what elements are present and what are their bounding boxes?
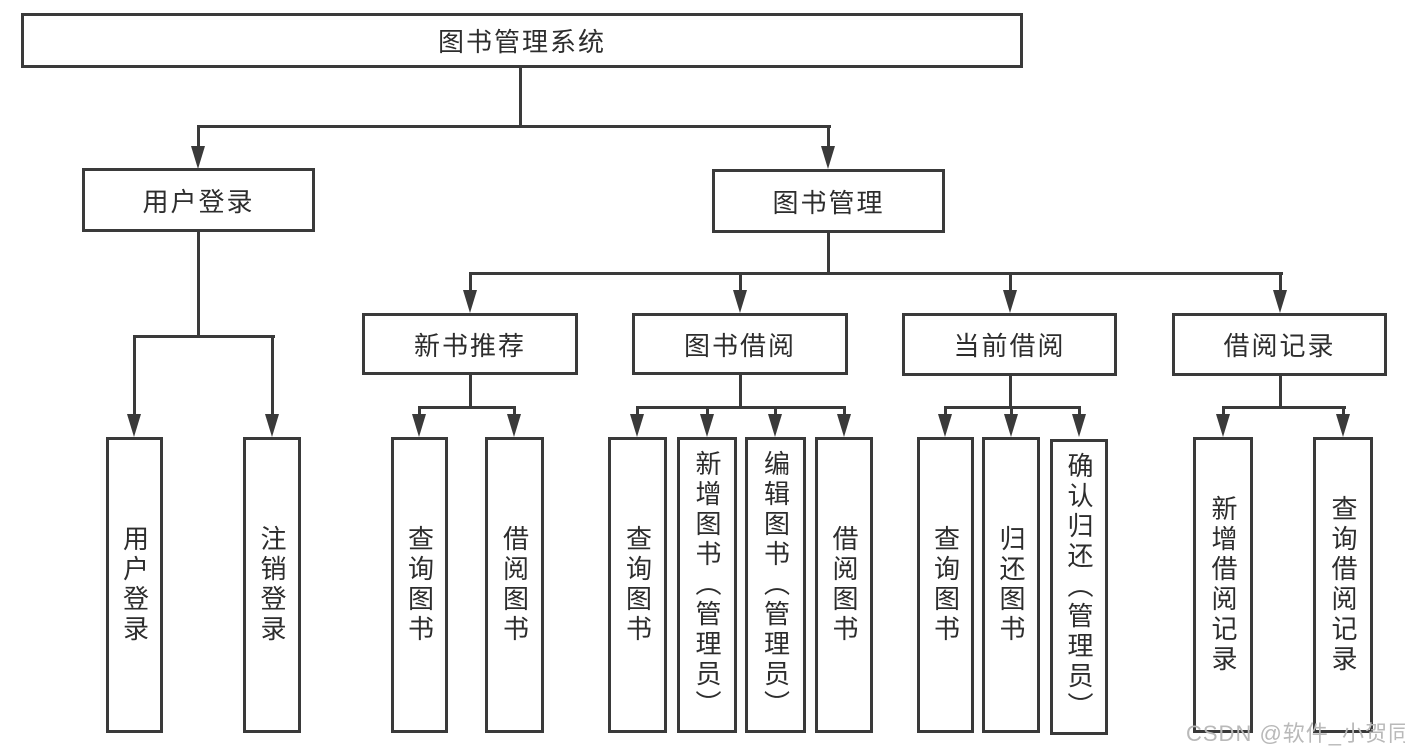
arrowhead-icon bbox=[1273, 290, 1287, 313]
connector-hline bbox=[636, 406, 846, 409]
connector-vline bbox=[1222, 406, 1225, 416]
arrowhead-icon bbox=[1072, 414, 1086, 437]
node-new-book-recommend-label: 新书推荐 bbox=[413, 330, 526, 361]
leaf-query-books-3: 查询图书 bbox=[917, 437, 974, 733]
leaf-confirm-return-admin: 确认归还（管理员） bbox=[1050, 439, 1108, 735]
arrowhead-icon bbox=[265, 414, 279, 437]
arrowhead-icon bbox=[938, 414, 952, 437]
node-new-book-recommend: 新书推荐 bbox=[362, 313, 578, 375]
connector-hline bbox=[469, 272, 1283, 275]
node-root-label: 图书管理系统 bbox=[437, 27, 606, 57]
leaf-edit-books-admin: 编辑图书（管理员） bbox=[745, 437, 806, 733]
connector-vline bbox=[418, 406, 421, 416]
connector-hline bbox=[418, 406, 516, 409]
arrowhead-icon bbox=[630, 414, 644, 437]
connector-vline bbox=[197, 232, 200, 338]
arrowhead-icon bbox=[768, 414, 782, 437]
leaf-add-borrow-record-label: 新增借阅记录 bbox=[1208, 495, 1238, 675]
arrowhead-icon bbox=[412, 414, 426, 437]
arrowhead-icon bbox=[507, 414, 521, 437]
connector-vline bbox=[636, 406, 639, 416]
connector-vline bbox=[1342, 406, 1345, 416]
connector-vline bbox=[739, 272, 742, 292]
leaf-borrow-books-1-label: 借阅图书 bbox=[499, 525, 530, 645]
leaf-add-borrow-record: 新增借阅记录 bbox=[1193, 437, 1253, 733]
connector-vline bbox=[1009, 375, 1012, 409]
connector-vline bbox=[271, 335, 274, 416]
leaf-query-books-2: 查询图书 bbox=[608, 437, 667, 733]
leaf-logout-label: 注销登录 bbox=[257, 525, 287, 645]
leaf-user-login-label: 用户登录 bbox=[119, 525, 150, 645]
leaf-query-books-1-label: 查询图书 bbox=[404, 525, 435, 645]
leaf-edit-books-admin-label: 编辑图书（管理员） bbox=[760, 450, 791, 720]
connector-vline bbox=[827, 233, 830, 275]
node-current-borrow: 当前借阅 bbox=[902, 313, 1117, 376]
arrowhead-icon bbox=[1004, 414, 1018, 437]
node-book-borrow: 图书借阅 bbox=[632, 313, 848, 375]
node-borrow-records: 借阅记录 bbox=[1172, 313, 1387, 376]
connector-vline bbox=[1279, 375, 1282, 409]
connector-hline bbox=[197, 125, 831, 128]
node-book-management-label: 图书管理 bbox=[772, 187, 885, 218]
connector-vline bbox=[774, 406, 777, 416]
leaf-borrow-books-2: 借阅图书 bbox=[815, 437, 873, 733]
connector-vline bbox=[519, 68, 522, 127]
leaf-add-books-admin: 新增图书（管理员） bbox=[677, 437, 737, 733]
leaf-borrow-books-2-label: 借阅图书 bbox=[829, 525, 859, 645]
arrowhead-icon bbox=[1216, 414, 1230, 437]
connector-hline bbox=[1222, 406, 1346, 409]
connector-vline bbox=[706, 406, 709, 416]
leaf-query-borrow-record: 查询借阅记录 bbox=[1313, 437, 1373, 733]
connector-vline bbox=[739, 375, 742, 409]
connector-vline bbox=[1078, 406, 1081, 416]
connector-hline bbox=[133, 335, 275, 338]
arrowhead-icon bbox=[700, 414, 714, 437]
leaf-query-books-2-label: 查询图书 bbox=[622, 525, 653, 645]
node-current-borrow-label: 当前借阅 bbox=[953, 331, 1066, 361]
arrowhead-icon bbox=[733, 290, 747, 313]
leaf-query-borrow-record-label: 查询借阅记录 bbox=[1328, 495, 1358, 675]
node-book-management: 图书管理 bbox=[712, 169, 945, 233]
arrowhead-icon bbox=[463, 290, 477, 313]
node-borrow-records-label: 借阅记录 bbox=[1223, 331, 1336, 361]
node-user-login-label: 用户登录 bbox=[142, 186, 255, 217]
leaf-confirm-return-admin-label: 确认归还（管理员） bbox=[1064, 452, 1094, 722]
leaf-borrow-books-1: 借阅图书 bbox=[485, 437, 544, 733]
connector-vline bbox=[1010, 406, 1013, 416]
connector-vline bbox=[513, 406, 516, 416]
leaf-return-books-label: 归还图书 bbox=[996, 525, 1026, 645]
connector-vline bbox=[827, 125, 830, 148]
leaf-query-books-3-label: 查询图书 bbox=[930, 525, 961, 645]
leaf-add-books-admin-label: 新增图书（管理员） bbox=[692, 450, 722, 720]
arrowhead-icon bbox=[127, 414, 141, 437]
leaf-logout: 注销登录 bbox=[243, 437, 301, 733]
arrowhead-icon bbox=[1003, 290, 1017, 313]
leaf-return-books: 归还图书 bbox=[982, 437, 1040, 733]
connector-vline bbox=[843, 406, 846, 416]
connector-vline bbox=[133, 335, 136, 416]
connector-vline bbox=[1279, 272, 1282, 292]
arrowhead-icon bbox=[837, 414, 851, 437]
connector-vline bbox=[469, 375, 472, 409]
connector-vline bbox=[197, 125, 200, 148]
leaf-query-books-1: 查询图书 bbox=[391, 437, 448, 733]
connector-vline bbox=[469, 272, 472, 292]
node-user-login: 用户登录 bbox=[82, 168, 315, 232]
arrowhead-icon bbox=[1336, 414, 1350, 437]
connector-vline bbox=[1009, 272, 1012, 292]
node-root: 图书管理系统 bbox=[21, 13, 1023, 68]
arrowhead-icon bbox=[191, 146, 205, 169]
csdn-watermark: CSDN @软件_小贺同学 bbox=[1186, 721, 1405, 746]
leaf-user-login: 用户登录 bbox=[106, 437, 163, 733]
connector-vline bbox=[944, 406, 947, 416]
arrowhead-icon bbox=[821, 146, 835, 169]
node-book-borrow-label: 图书借阅 bbox=[683, 330, 796, 361]
